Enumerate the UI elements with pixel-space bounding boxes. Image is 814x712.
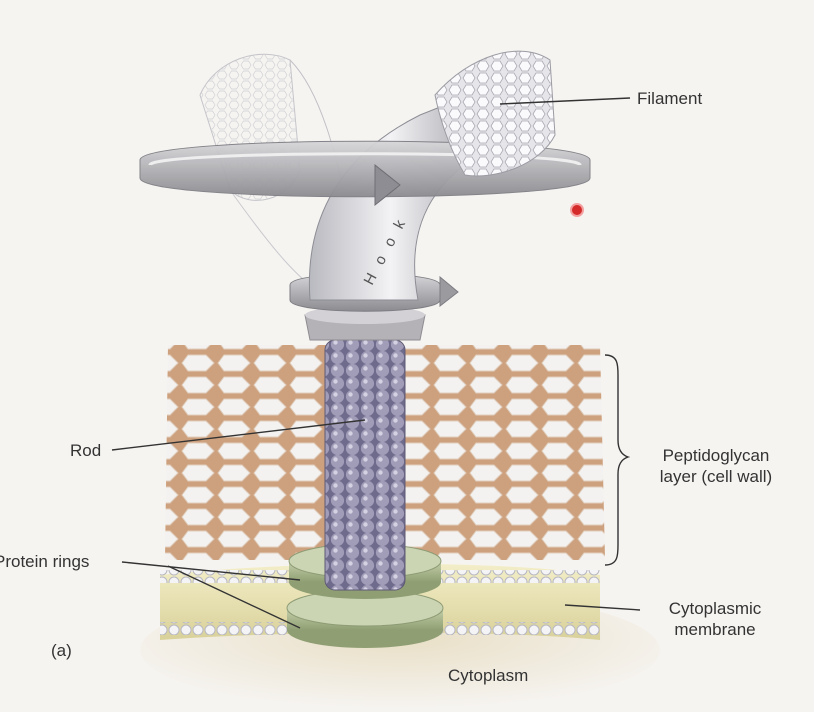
peptidoglycan-label: Peptidoglycan layer (cell wall)	[636, 445, 796, 487]
cytoplasm-label: Cytoplasm	[448, 666, 529, 685]
leader-lines	[111, 97, 641, 629]
panel-label: (a)	[51, 641, 72, 660]
cytoplasmic-membrane-label: Cytoplasmic membrane	[645, 598, 785, 640]
rod	[324, 339, 406, 591]
protein-ring-leader-upper	[121, 561, 301, 581]
rod-label: Rod	[70, 441, 102, 460]
filament	[434, 50, 556, 177]
rod-leader	[111, 419, 366, 451]
membrane-leader	[564, 604, 641, 611]
protein-rings-label: Protein rings	[0, 552, 90, 571]
filament-leader	[499, 97, 631, 105]
cytoplasmic-membrane-label-line2: membrane	[674, 620, 756, 639]
peptidoglycan-bracket	[604, 354, 631, 566]
cytoplasmic-membrane-label-line1: Cytoplasmic	[668, 599, 762, 618]
peptidoglycan-label-line1: Peptidoglycan	[662, 446, 770, 465]
pointer-dot	[570, 203, 584, 217]
filament-label: Filament	[637, 89, 703, 108]
protein-ring-leader-lower	[167, 565, 301, 629]
peptidoglycan-label-line2: layer (cell wall)	[659, 467, 773, 486]
